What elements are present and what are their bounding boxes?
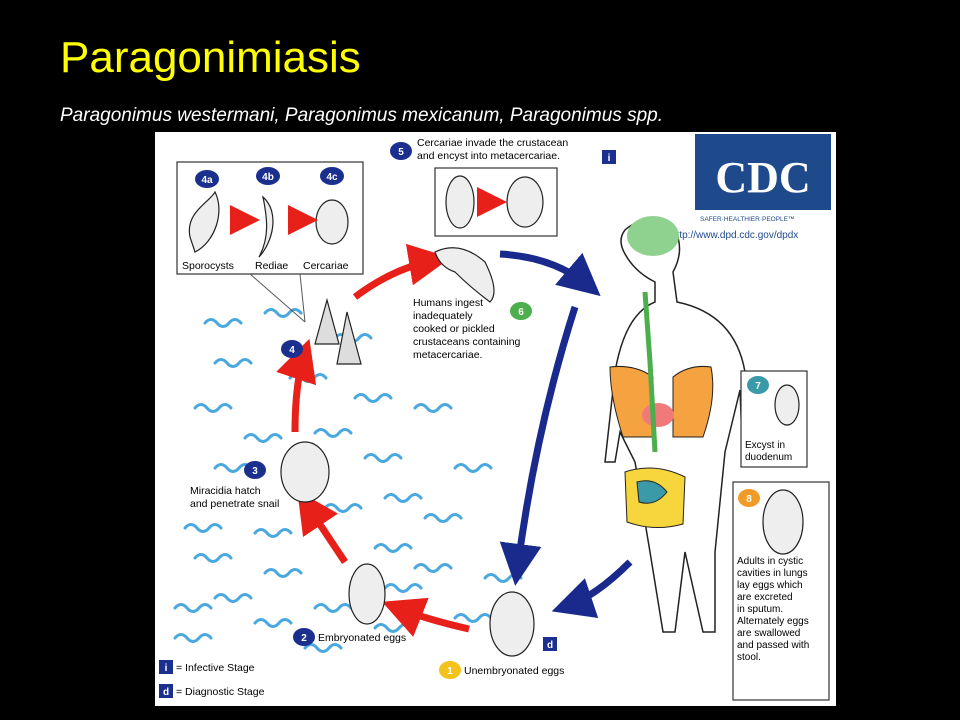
stage3: 3 Miracidia hatch and penetrate snail [190,441,330,510]
stage4b-label: Rediae [255,260,288,272]
legend-infective-badge: i [165,663,168,674]
stage1-diagnostic-badge: d [547,640,553,651]
stage4-number: 4 [289,345,295,356]
stage8-line8: and passed with [737,640,809,651]
human-figure [604,216,756,633]
stage4a-number: 4a [201,175,213,186]
stage5: 5 Cercariae invade the crustacean and en… [390,137,616,303]
stage6-line1: Humans ingest [413,297,483,309]
stage3-label-line1: Miracidia hatch [190,485,261,497]
stage1-number: 1 [447,666,453,677]
cdc-url: http://www.dpd.cdc.gov/dpdx [671,230,798,241]
right-lung-illustration [672,366,714,438]
stage6-line5: metacercariae. [413,349,482,361]
stage7-box: 7 Excyst in duodenum [740,370,808,468]
stage6-line4: crustaceans containing [413,336,521,348]
cercaria-illustration [315,199,349,245]
stage6-line2: inadequately [413,310,473,322]
slide-subtitle: Paragonimus westermani, Paragonimus mexi… [60,105,663,126]
stage1: d 1 Unembryonated eggs [439,591,564,679]
miracidium-egg-illustration [280,441,330,503]
stage4c-number: 4c [326,172,338,183]
stage8-number: 8 [746,494,752,505]
metacercaria-illustration [506,176,544,228]
unembryonated-egg-illustration [489,591,535,657]
slide-title: Paragonimiasis [60,33,361,82]
redia-illustration [258,195,274,258]
left-lung-illustration [609,366,654,438]
legend-infective-label: = Infective Stage [176,662,255,674]
stage8-line9: stool. [737,652,761,663]
excysted-metacercaria-illustration [774,384,800,426]
stage7-number: 7 [755,381,761,392]
esophagus-illustration [642,291,658,453]
legend-diagnostic-badge: d [163,687,169,698]
brain-illustration [627,216,679,256]
stage6-number: 6 [518,307,524,318]
stage5-label-line1: Cercariae invade the crustacean [417,137,568,149]
stage8-box: 8 Adults in cystic cavities in lungs lay… [732,481,830,701]
cdc-logo-text: CDC [715,153,810,202]
stage3-label-line2: and penetrate snail [190,498,279,510]
stage4b-number: 4b [262,172,274,183]
stage8-line6: Alternately eggs [737,616,809,627]
cdc-logo: CDC SAFER·HEALTHIER·PEOPLE™ http://www.d… [671,134,831,241]
life-cycle-diagram: 4a 4b 4c Sporocysts Rediae Cercariae 4 5… [155,132,836,706]
sporocyst-illustration [188,190,220,253]
stage8-line5: in sputum. [737,604,783,615]
stage5-number: 5 [398,147,404,158]
duodenum-illustration [636,480,668,504]
embryonated-egg-illustration [348,563,386,625]
stage1-label: Unembryonated eggs [464,665,564,677]
stage8-line2: cavities in lungs [737,568,808,579]
stage3-number: 3 [252,466,258,477]
stage5-infective-badge: i [608,153,611,164]
stage4-snails: 4 [281,297,362,365]
legend-diagnostic-label: = Diagnostic Stage [176,686,265,698]
stage2: 2 Embryonated eggs [293,563,406,646]
stage2-number: 2 [301,633,307,644]
stage4a-label: Sporocysts [182,260,234,272]
stage6-line3: cooked or pickled [413,323,495,335]
stage7-label-line2: duodenum [745,452,792,463]
stage8-line4: are excreted [737,592,793,603]
stage8-line1: Adults in cystic [737,556,803,567]
heart-illustration [642,403,674,427]
legend: i = Infective Stage d = Diagnostic Stage [159,660,265,698]
stage7-label-line1: Excyst in [745,440,785,451]
cdc-tagline: SAFER·HEALTHIER·PEOPLE™ [700,216,795,223]
cercaria-in-crustacean-illustration [445,175,475,229]
stage2-label: Embryonated eggs [318,632,406,644]
life-cycle-arrows [276,243,633,637]
stage8-line7: are swallowed [737,628,800,639]
stage4c-label: Cercariae [303,260,349,272]
stage4-detail-box: 4a 4b 4c Sporocysts Rediae Cercariae [176,161,364,323]
adult-fluke-illustration [762,489,804,555]
stage8-line3: lay eggs which [737,580,803,591]
stage6: 6 Humans ingest inadequately cooked or p… [413,297,532,361]
crustacean-illustration [434,247,495,303]
stage5-label-line2: and encyst into metacercariae. [417,150,560,162]
